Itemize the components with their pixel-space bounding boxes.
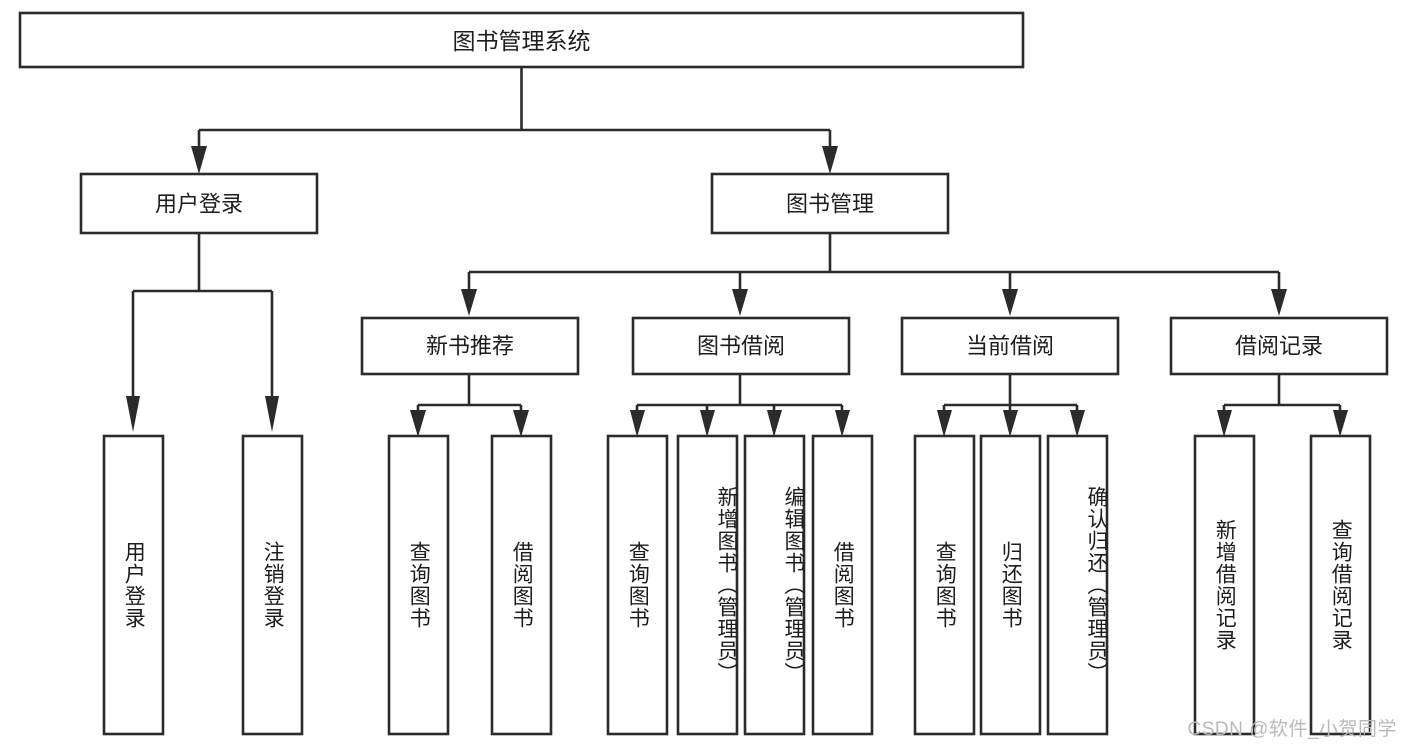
leaf-box-query-book-2[interactable] bbox=[606, 434, 669, 736]
arrow-head-icon bbox=[1070, 410, 1085, 437]
node-book-borrow-box[interactable] bbox=[631, 316, 851, 376]
node-book-manage-label: 图书管理 bbox=[786, 192, 874, 217]
node-book-borrow[interactable]: 图书借阅 bbox=[631, 316, 851, 376]
leaf-box-add-record[interactable] bbox=[1193, 434, 1256, 736]
arrow-head-icon bbox=[1271, 289, 1287, 316]
arrow-head-icon bbox=[1003, 410, 1018, 437]
leaf-box-query-book-3[interactable] bbox=[913, 434, 976, 736]
node-borrow-record[interactable]: 借阅记录 bbox=[1169, 316, 1389, 376]
arrow-head-icon bbox=[630, 410, 645, 437]
connector-group-user-login bbox=[126, 233, 279, 432]
leaf-box-return-book[interactable] bbox=[979, 434, 1042, 736]
arrow-head-icon bbox=[822, 146, 838, 174]
node-book-manage[interactable]: 图书管理 bbox=[710, 172, 950, 235]
connector-group-book-borrow bbox=[630, 374, 850, 437]
node-user-login-box[interactable] bbox=[79, 172, 319, 235]
arrow-head-icon bbox=[1002, 289, 1018, 316]
arrow-head-icon bbox=[1333, 410, 1348, 437]
leaf-box-query-book-1[interactable] bbox=[387, 434, 450, 736]
node-root-label: 图书管理系统 bbox=[453, 28, 591, 54]
node-current-borrow[interactable]: 当前借阅 bbox=[900, 316, 1120, 376]
node-current-borrow-label: 当前借阅 bbox=[966, 334, 1054, 359]
watermark-text: CSDN @软件_小贺同学 bbox=[1187, 719, 1397, 740]
node-book-manage-box[interactable] bbox=[710, 172, 950, 235]
leaf-box-query-record[interactable] bbox=[1309, 434, 1372, 736]
arrow-head-icon bbox=[265, 396, 279, 432]
arrow-head-icon bbox=[835, 410, 850, 437]
arrow-head-icon bbox=[732, 289, 748, 316]
arrow-head-icon bbox=[126, 396, 140, 432]
leaf-box-edit-book[interactable] bbox=[743, 434, 806, 736]
node-borrow-record-box[interactable] bbox=[1169, 316, 1389, 376]
arrow-head-icon bbox=[191, 146, 207, 174]
leaf-box-borrow-book-2[interactable] bbox=[811, 434, 874, 736]
node-current-borrow-box[interactable] bbox=[900, 316, 1120, 376]
arrow-head-icon bbox=[700, 410, 715, 437]
node-borrow-record-label: 借阅记录 bbox=[1235, 334, 1323, 359]
node-book-borrow-label: 图书借阅 bbox=[697, 334, 785, 359]
leaf-box-logout[interactable] bbox=[241, 434, 304, 736]
connector-group-root bbox=[191, 67, 838, 174]
connector-group-borrow-record bbox=[1217, 374, 1348, 437]
node-new-book-recommend[interactable]: 新书推荐 bbox=[360, 316, 580, 376]
leaf-box-confirm-return[interactable] bbox=[1046, 434, 1109, 736]
arrow-head-icon bbox=[513, 410, 529, 437]
connector-group-new-book bbox=[410, 374, 529, 437]
node-user-login[interactable]: 用户登录 bbox=[79, 172, 319, 235]
leaf-boxes bbox=[102, 434, 1372, 736]
node-user-login-label: 用户登录 bbox=[155, 192, 243, 217]
arrow-head-icon bbox=[937, 410, 952, 437]
connector-group-current-borrow bbox=[937, 374, 1085, 437]
arrow-head-icon bbox=[1217, 410, 1232, 437]
arrow-head-icon bbox=[767, 410, 782, 437]
leaf-box-borrow-book-1[interactable] bbox=[490, 434, 553, 736]
node-new-book-recommend-label: 新书推荐 bbox=[426, 334, 514, 359]
node-new-book-recommend-box[interactable] bbox=[360, 316, 580, 376]
node-root-box[interactable] bbox=[18, 11, 1025, 69]
node-root[interactable]: 图书管理系统 bbox=[18, 11, 1025, 69]
leaf-box-user-login[interactable] bbox=[102, 434, 165, 736]
connector-group-book-manage bbox=[461, 233, 1287, 316]
arrow-head-icon bbox=[410, 410, 426, 437]
leaf-box-add-book[interactable] bbox=[676, 434, 739, 736]
arrow-head-icon bbox=[461, 289, 477, 316]
